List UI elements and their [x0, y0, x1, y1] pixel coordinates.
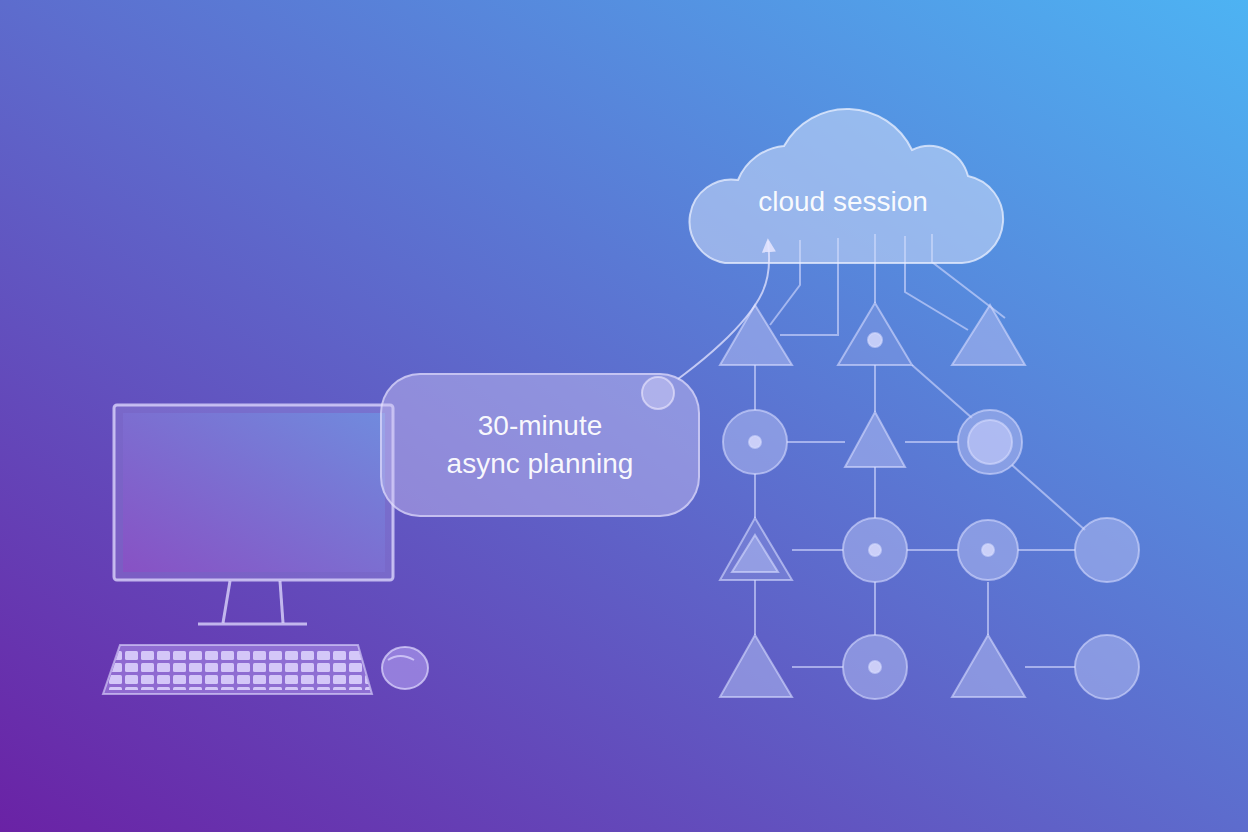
- pill-label: 30-minute async planning: [440, 407, 640, 483]
- cloud-shape: [690, 109, 1004, 263]
- network-graph: [720, 234, 1139, 699]
- cloud-outline: [680, 100, 1006, 265]
- pill-dot: [642, 377, 674, 409]
- cloud-node: cloud session: [680, 100, 1006, 265]
- planning-pill: 30-minute async planning: [380, 373, 700, 517]
- cloud-label: cloud session: [758, 183, 928, 221]
- flow-arrow: [678, 241, 769, 379]
